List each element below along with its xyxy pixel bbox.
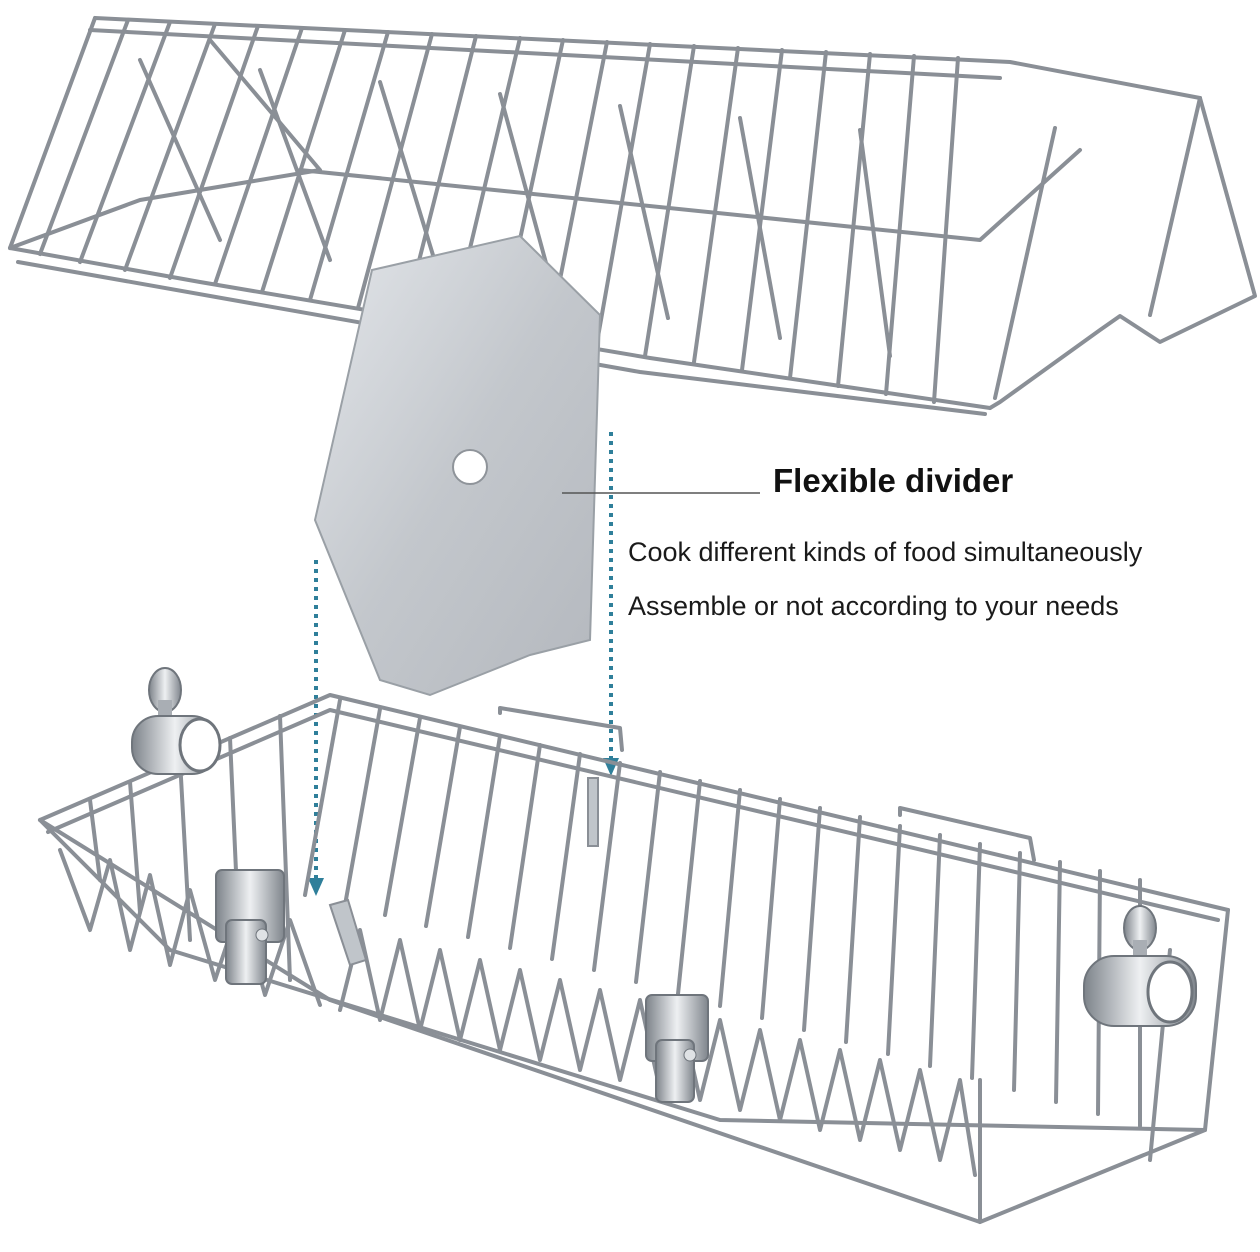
arrowhead-left-icon bbox=[308, 878, 324, 896]
thumbscrew-right bbox=[1083, 905, 1197, 1027]
bottom-basket bbox=[38, 693, 1230, 1224]
thumbscrew-left bbox=[131, 667, 222, 775]
latch-right bbox=[645, 994, 709, 1103]
flexible-divider-plate bbox=[313, 234, 602, 697]
callout-title: Flexible divider bbox=[773, 462, 1014, 499]
divider-slot-front bbox=[328, 898, 368, 967]
callout-line-1: Cook different kinds of food simultaneou… bbox=[628, 537, 1143, 567]
divider-spit-hole bbox=[452, 449, 488, 485]
guide-arrows bbox=[314, 432, 613, 880]
top-basket bbox=[8, 16, 1257, 416]
callout-line-2: Assemble or not according to your needs bbox=[628, 591, 1119, 621]
latch-left bbox=[215, 869, 285, 985]
divider-slot bbox=[587, 777, 599, 847]
